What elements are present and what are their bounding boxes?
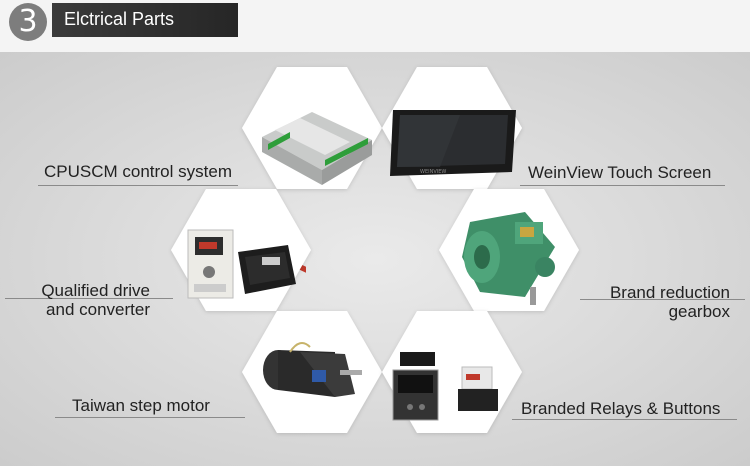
hexagon-gearbox [439, 189, 579, 311]
hexagon-step-motor [242, 311, 382, 433]
label-rule-cpu [38, 185, 238, 186]
label-rule-drive [5, 298, 173, 299]
label-gearbox-line1: Brand reduction [609, 283, 730, 302]
relays-image [392, 352, 498, 421]
label-step-motor: Taiwan step motor [72, 396, 210, 415]
label-touch-screen: WeinView Touch Screen [528, 163, 712, 182]
label-drive-converter: Qualified drive and converter [30, 281, 150, 319]
touch-screen-image: WEINVIEW [390, 110, 516, 176]
label-gearbox-line2: gearbox [668, 302, 730, 321]
drive-converter-image [187, 229, 296, 299]
gearbox-image [462, 212, 555, 305]
label-rule-motor [55, 417, 245, 418]
label-reduction-gearbox: Brand reduction gearbox [590, 283, 730, 321]
label-rule-touch [520, 185, 725, 186]
label-relays-buttons: Branded Relays & Buttons [521, 399, 721, 418]
control-module-image [262, 112, 372, 273]
hexagon-relays [382, 311, 522, 433]
hexagon-touch-screen: WEINVIEW [382, 67, 522, 189]
hexagon-grid: WEINVIEW [171, 67, 579, 433]
hexagon-cpu-module [242, 67, 382, 273]
label-drive-line1: Qualified drive [41, 281, 150, 300]
label-cpu-control-system: CPUSCM control system [44, 162, 232, 181]
step-motor-image [263, 342, 362, 397]
product-stage: WEINVIEW [0, 52, 750, 466]
section-number-badge: 3 [9, 3, 47, 41]
section-title-bar: Elctrical Parts [52, 3, 238, 37]
label-rule-relays [512, 419, 737, 420]
section-title: Elctrical Parts [64, 9, 175, 29]
hexagon-drive [171, 189, 311, 311]
label-rule-gearbox [580, 299, 745, 300]
label-drive-line2: and converter [46, 300, 150, 319]
touch-screen-brand: WEINVIEW [420, 169, 446, 175]
